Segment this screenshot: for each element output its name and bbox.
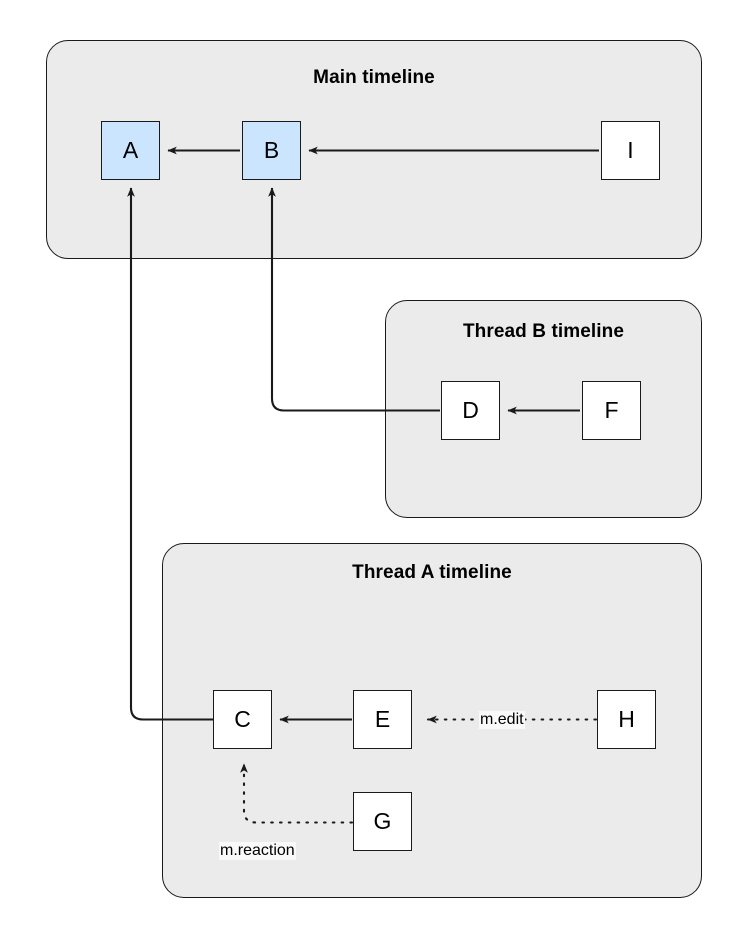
edge-g-to-c (240, 762, 354, 824)
node-i[interactable]: I (601, 121, 660, 180)
edge-label-m-edit: m.edit (479, 711, 525, 730)
node-a[interactable]: A (101, 121, 160, 180)
node-g-label: G (373, 808, 392, 834)
edge-c-to-a (127, 187, 213, 721)
group-title-thread-a-timeline: Thread A timeline (352, 562, 512, 583)
edge-label-m-reaction: m.reaction (219, 842, 296, 861)
edge-d-to-b (268, 187, 440, 412)
node-d[interactable]: D (441, 381, 500, 440)
node-g[interactable]: G (353, 792, 412, 851)
node-d-label: D (462, 397, 479, 423)
group-title-thread-b-timeline: Thread B timeline (462, 321, 625, 342)
node-i-label: I (627, 137, 634, 163)
node-b[interactable]: B (242, 121, 301, 180)
node-h-label: H (618, 706, 635, 732)
node-e[interactable]: E (353, 690, 412, 749)
node-c[interactable]: C (213, 690, 272, 749)
node-b-label: B (263, 137, 280, 163)
group-thread-b-timeline: Thread B timeline (385, 300, 702, 518)
group-title-main-timeline: Main timeline (313, 67, 435, 88)
node-f[interactable]: F (582, 381, 641, 440)
node-a-label: A (122, 137, 139, 163)
node-h[interactable]: H (597, 690, 656, 749)
node-e-label: E (374, 706, 391, 732)
node-f-label: F (604, 397, 619, 423)
node-c-label: C (234, 706, 251, 732)
